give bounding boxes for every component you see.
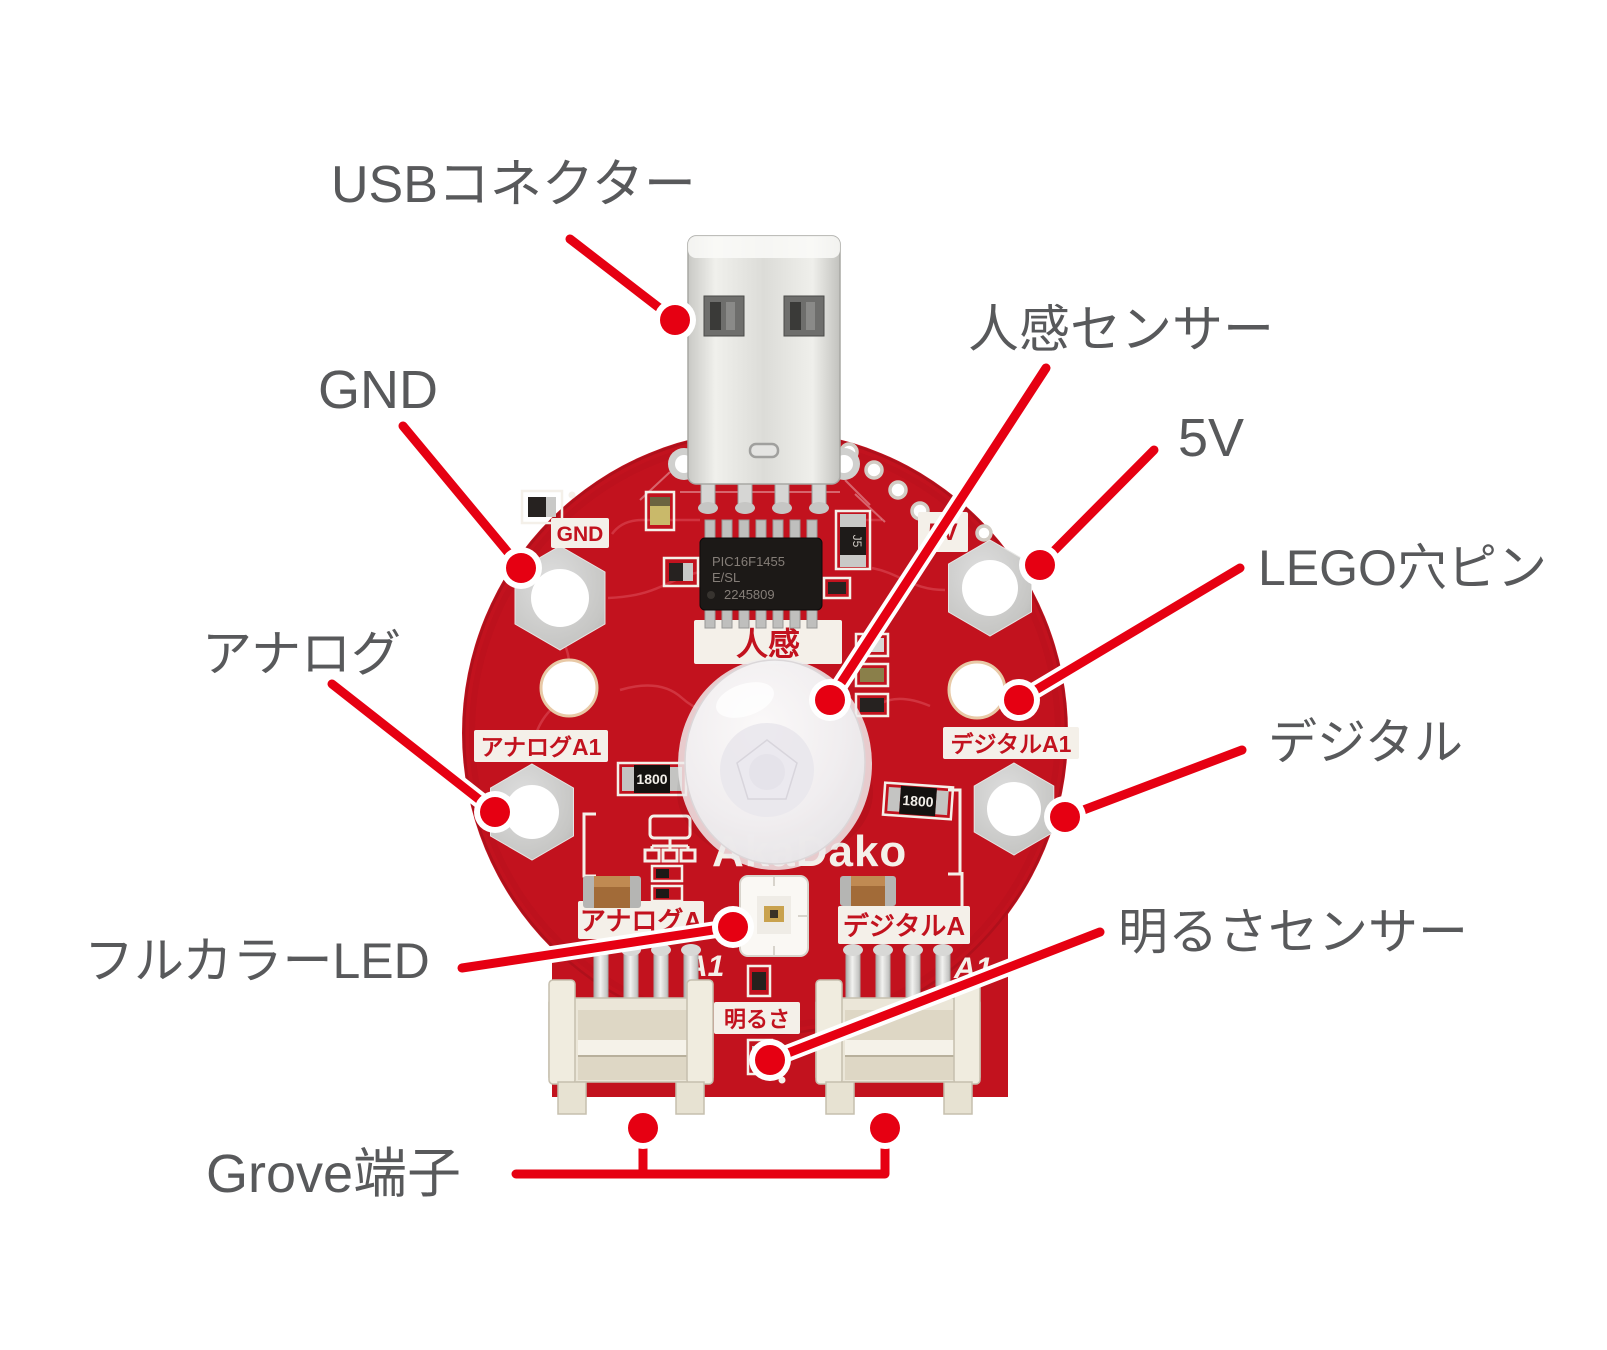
j5-marking: J5 — [850, 535, 864, 548]
resistor-1800-left: 1800 — [616, 761, 688, 797]
tree-icon — [643, 814, 697, 863]
annotation-brightness-sensor: 明るさセンサー — [1118, 904, 1468, 960]
mcu-marking-2: E/SL — [712, 570, 740, 585]
mcu-marking-1: PIC16F1455 — [712, 554, 785, 569]
leader-usb-connector — [561, 230, 696, 341]
resistor-1800-right: 1800 — [881, 781, 955, 821]
lego-hole-right — [947, 660, 1007, 720]
silk-pir-label: 人感 — [736, 626, 800, 662]
mcu-marking-3: 2245809 — [724, 587, 775, 602]
silk-digital-a1-label: デジタルA1 — [951, 731, 1072, 757]
annotation-gnd: GND — [318, 360, 438, 420]
leader-fullcolor-led — [453, 906, 754, 977]
annotation-usb-connector: USBコネクター — [331, 156, 696, 214]
lego-hole-left — [539, 658, 599, 718]
leader-analog — [323, 675, 516, 833]
usb-pins — [698, 477, 829, 514]
silk-gnd-label: GND — [557, 523, 604, 546]
annotation-digital: デジタル — [1268, 716, 1464, 770]
leader-lego-pin — [998, 559, 1249, 721]
annotation-fullcolor-led: フルカラーLED — [84, 933, 430, 989]
annotation-lego-pin: LEGO穴ピン — [1258, 540, 1547, 596]
mcu-chip: PIC16F1455 E/SL 2245809 — [699, 519, 823, 629]
silk-brightness-label: 明るさ — [724, 1007, 790, 1032]
j5-component: J5 — [834, 509, 872, 571]
annotation-grove: Grove端子 — [206, 1144, 462, 1204]
annotation-analog: アナログ — [202, 626, 401, 682]
resistor-left-marking: 1800 — [636, 771, 667, 787]
resistor-right-marking: 1800 — [902, 792, 934, 810]
leader-grove — [511, 1107, 906, 1179]
usb-connector — [687, 235, 841, 514]
lego-hole-pads — [490, 539, 1055, 861]
capacitors — [583, 876, 896, 908]
leader-pir-sensor — [809, 359, 1055, 721]
small-holes — [839, 442, 993, 542]
silk-digital-a-label: デジタルA — [843, 911, 965, 941]
leader-digital — [1044, 741, 1251, 838]
annotation-pir-sensor: 人感センサー — [968, 301, 1275, 358]
silk-analog-a1-label: アナログA1 — [481, 734, 602, 760]
leader-5v — [1019, 441, 1163, 586]
grove-connector-left — [548, 944, 714, 1115]
leader-gnd — [394, 417, 542, 589]
annotation-5v: 5V — [1178, 408, 1245, 468]
leader-brightness-sensor — [749, 923, 1109, 1081]
usb-notch — [748, 442, 780, 459]
